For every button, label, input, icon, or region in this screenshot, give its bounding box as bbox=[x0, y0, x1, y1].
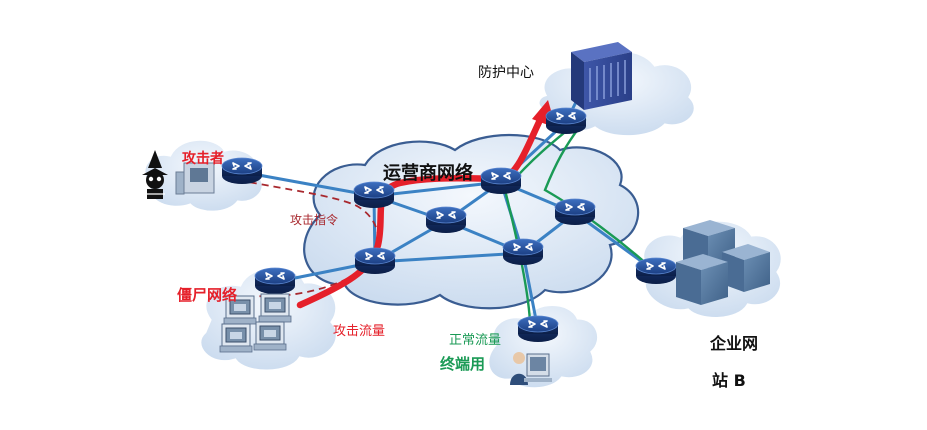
attacker-label: 攻击者 bbox=[182, 150, 224, 167]
end-user-label: 终端用 bbox=[440, 355, 485, 373]
router-icon bbox=[554, 198, 596, 226]
attack-traffic-label: 攻击流量 bbox=[333, 324, 385, 339]
router-icon bbox=[502, 238, 544, 266]
protection-center-label: 防护中心 bbox=[478, 65, 534, 81]
attacker-computer-icon bbox=[175, 162, 215, 195]
router-icon bbox=[425, 206, 467, 234]
router-icon bbox=[635, 257, 677, 285]
attack-command-label: 攻击指令 bbox=[290, 212, 338, 227]
router-icon bbox=[221, 157, 263, 185]
router-icon bbox=[354, 247, 396, 275]
router-icon bbox=[480, 167, 522, 195]
computer-icon bbox=[253, 321, 287, 351]
enterprise-site-label-line2: 站 B bbox=[712, 371, 746, 390]
router-icon bbox=[254, 267, 296, 295]
router-icon bbox=[545, 107, 587, 135]
hacker-skull-icon bbox=[142, 150, 168, 199]
normal-traffic-label: 正常流量 bbox=[449, 333, 501, 348]
router-icon bbox=[353, 181, 395, 209]
operator-network-label: 运营商网络 bbox=[383, 162, 473, 184]
user-at-terminal-icon bbox=[510, 352, 552, 385]
server-rack-icon bbox=[571, 42, 632, 110]
computer-icon bbox=[258, 293, 292, 323]
enterprise-site-label-line1: 企业网 bbox=[709, 334, 758, 353]
botnet-label: 僵尸网络 bbox=[177, 286, 237, 304]
router-icon bbox=[517, 315, 559, 343]
server-cluster-icon bbox=[676, 220, 770, 305]
computer-icon bbox=[219, 323, 253, 353]
